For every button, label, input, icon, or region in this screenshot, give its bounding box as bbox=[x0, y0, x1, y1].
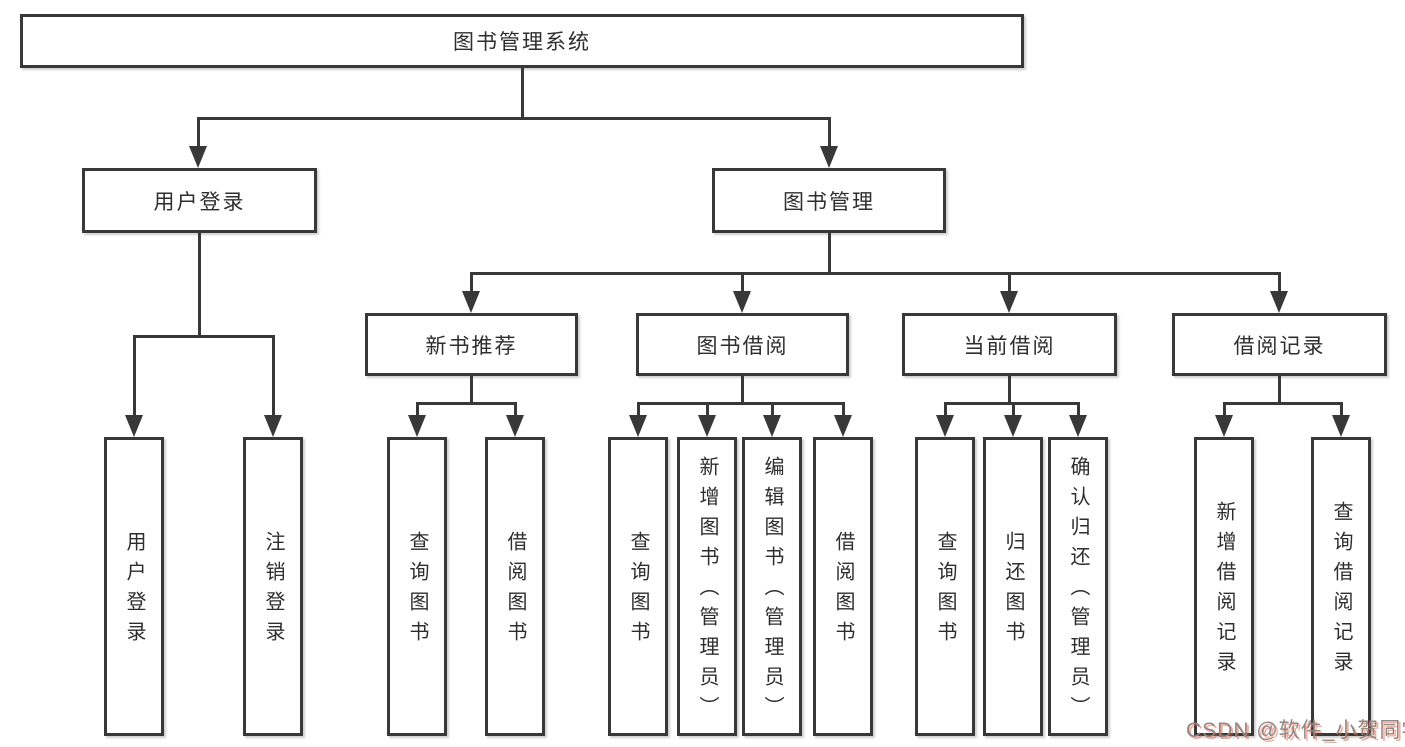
leaf-query-books-1: 查询图书 bbox=[387, 437, 447, 736]
connector-line bbox=[133, 335, 275, 338]
node-label: 图书管理 bbox=[783, 190, 875, 214]
connector-line bbox=[1278, 272, 1281, 292]
node-label: 借阅图书 bbox=[832, 530, 854, 651]
node-label: 当前借阅 bbox=[963, 334, 1056, 358]
tree-node-current-borrowing: 当前借阅 bbox=[902, 313, 1117, 376]
arrow-down-icon bbox=[1332, 415, 1350, 437]
connector-line bbox=[842, 402, 845, 417]
connector-line bbox=[1340, 402, 1343, 417]
arrow-down-icon bbox=[698, 415, 716, 437]
connector-line bbox=[1223, 402, 1226, 417]
connector-line bbox=[771, 402, 774, 417]
tree-node-user-login: 用户登录 bbox=[82, 168, 317, 233]
arrow-down-icon bbox=[1270, 291, 1288, 313]
arrow-down-icon bbox=[506, 415, 524, 437]
node-label: 新增图书（管理员） bbox=[696, 455, 718, 726]
leaf-add-borrow-record: 新增借阅记录 bbox=[1194, 437, 1254, 736]
arrow-down-icon bbox=[125, 415, 143, 437]
leaf-borrow-books-2: 借阅图书 bbox=[813, 437, 873, 736]
connector-line bbox=[416, 402, 517, 405]
node-label: 图书管理系统 bbox=[453, 31, 591, 54]
arrow-down-icon bbox=[820, 146, 838, 168]
leaf-add-books-admin: 新增图书（管理员） bbox=[677, 437, 737, 736]
node-label: 查询图书 bbox=[934, 530, 956, 651]
connector-line bbox=[272, 335, 275, 417]
connector-line bbox=[741, 272, 744, 292]
connector-line bbox=[133, 335, 136, 417]
leaf-query-books-2: 查询图书 bbox=[608, 437, 668, 736]
leaf-user-login: 用户登录 bbox=[104, 437, 164, 736]
leaf-confirm-return-admin: 确认归还（管理员） bbox=[1048, 437, 1108, 736]
arrow-down-icon bbox=[1215, 415, 1233, 437]
arrow-down-icon bbox=[264, 415, 282, 437]
connector-line bbox=[1077, 402, 1080, 417]
connector-line bbox=[1223, 402, 1343, 405]
connector-line bbox=[197, 117, 831, 120]
node-label: 用户登录 bbox=[123, 530, 145, 651]
node-label: 新书推荐 bbox=[425, 334, 518, 358]
node-label: 借阅记录 bbox=[1233, 334, 1326, 358]
arrow-down-icon bbox=[629, 415, 647, 437]
tree-node-book-management: 图书管理 bbox=[712, 168, 946, 233]
tree-node-library-system: 图书管理系统 bbox=[20, 14, 1024, 68]
connector-line bbox=[637, 402, 845, 405]
leaf-query-borrow-record: 查询借阅记录 bbox=[1311, 437, 1371, 736]
connector-line bbox=[1278, 375, 1281, 405]
node-label: 查询图书 bbox=[627, 530, 649, 651]
arrow-down-icon bbox=[462, 291, 480, 313]
leaf-logout-login: 注销登录 bbox=[243, 437, 303, 736]
connector-line bbox=[828, 232, 831, 274]
arrow-down-icon bbox=[1004, 415, 1022, 437]
connector-line bbox=[470, 272, 473, 292]
arrow-down-icon bbox=[189, 146, 207, 168]
node-label: 借阅图书 bbox=[504, 530, 526, 651]
connector-line bbox=[514, 402, 517, 417]
connector-line bbox=[741, 375, 744, 405]
arrow-down-icon bbox=[1069, 415, 1087, 437]
tree-node-new-book-recommendation: 新书推荐 bbox=[365, 313, 578, 376]
node-label: 新增借阅记录 bbox=[1213, 500, 1235, 681]
connector-line bbox=[416, 402, 419, 417]
arrow-down-icon bbox=[1000, 291, 1018, 313]
connector-line bbox=[944, 402, 947, 417]
node-label: 图书借阅 bbox=[696, 334, 789, 358]
tree-node-book-borrowing: 图书借阅 bbox=[636, 313, 849, 376]
connector-line bbox=[198, 232, 201, 337]
connector-line bbox=[1008, 272, 1011, 292]
connector-line bbox=[1012, 402, 1015, 417]
connector-line bbox=[828, 117, 831, 149]
connector-line bbox=[637, 402, 640, 417]
node-label: 查询借阅记录 bbox=[1330, 500, 1352, 681]
watermark: CSDN @软件_小贺同学 bbox=[1186, 719, 1405, 742]
leaf-query-books-3: 查询图书 bbox=[915, 437, 975, 736]
tree-node-borrowing-records: 借阅记录 bbox=[1172, 313, 1387, 376]
leaf-edit-books-admin: 编辑图书（管理员） bbox=[742, 437, 802, 736]
arrow-down-icon bbox=[733, 291, 751, 313]
connector-line bbox=[470, 375, 473, 405]
connector-line bbox=[1008, 375, 1011, 405]
leaf-borrow-books-1: 借阅图书 bbox=[485, 437, 545, 736]
leaf-return-books: 归还图书 bbox=[983, 437, 1043, 736]
connector-line bbox=[197, 117, 200, 149]
arrow-down-icon bbox=[834, 415, 852, 437]
node-label: 确认归还（管理员） bbox=[1067, 455, 1089, 726]
node-label: 编辑图书（管理员） bbox=[761, 455, 783, 726]
connector-line bbox=[706, 402, 709, 417]
node-label: 注销登录 bbox=[262, 530, 284, 651]
node-label: 归还图书 bbox=[1002, 530, 1024, 651]
arrow-down-icon bbox=[408, 415, 426, 437]
connector-line bbox=[521, 68, 524, 118]
node-label: 用户登录 bbox=[153, 190, 246, 214]
connector-line bbox=[470, 272, 1280, 275]
node-label: 查询图书 bbox=[406, 530, 428, 651]
arrow-down-icon bbox=[763, 415, 781, 437]
arrow-down-icon bbox=[936, 415, 954, 437]
